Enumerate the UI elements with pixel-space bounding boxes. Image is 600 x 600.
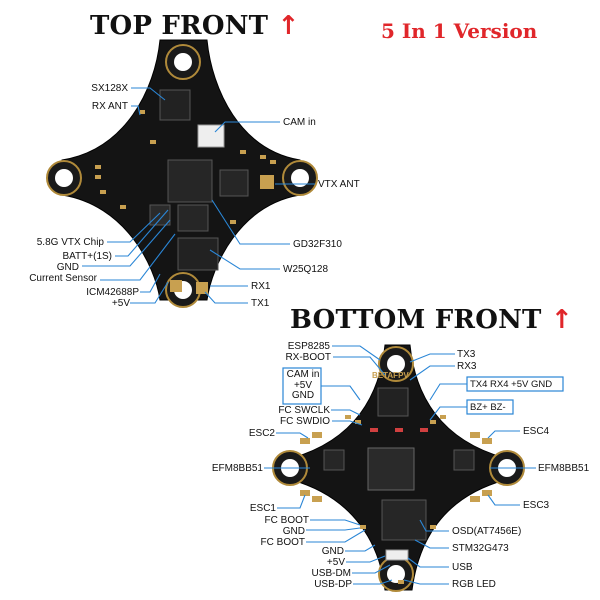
label-efm8bb51-right: EFM8BB51 — [538, 463, 590, 474]
label-current-sensor: Current Sensor — [29, 273, 97, 284]
top-up-arrow-icon: ↑ — [277, 11, 300, 41]
label-tx1: TX1 — [251, 298, 270, 309]
label-fc-swdio: FC SWDIO — [280, 416, 330, 427]
label-fc-boot-2: FC BOOT — [260, 537, 305, 548]
label-usb-dp: USB-DP — [314, 579, 352, 590]
label-stm32g473: STM32G473 — [452, 543, 509, 554]
label-efm8bb51-left: EFM8BB51 — [211, 463, 263, 474]
bottom-front-title: BOTTOM FRONT ↑ — [290, 305, 573, 335]
label-bz: BZ+ BZ- — [470, 402, 506, 413]
label-cam-in-bottom: CAM in — [286, 369, 320, 380]
label-rx-ant: RX ANT — [91, 101, 128, 112]
label-rx3: RX3 — [457, 361, 477, 372]
label-5v-cam: +5V — [293, 379, 313, 391]
label-vtx-chip: 5.8G VTX Chip — [36, 237, 104, 248]
label-gd32f310: GD32F310 — [293, 239, 342, 250]
label-esc4: ESC4 — [523, 426, 550, 437]
label-batt: BATT+(1S) — [62, 251, 112, 262]
label-5v-bottom: +5V — [326, 557, 345, 568]
label-w25q128: W25Q128 — [283, 264, 329, 275]
top-front-title-text: TOP FRONT — [90, 11, 269, 41]
label-tx3: TX3 — [457, 349, 476, 360]
label-fc-swclk: FC SWCLK — [278, 405, 330, 416]
label-cam-group: CAM in +5V GND — [286, 369, 320, 402]
label-esp8285: ESP8285 — [287, 341, 330, 352]
label-gnd: GND — [56, 262, 79, 273]
version-label: 5 In 1 Version — [381, 19, 538, 43]
label-sx128x: SX128X — [91, 83, 128, 94]
label-gnd-b: GND — [321, 546, 344, 557]
bottom-front-title-text: BOTTOM FRONT — [290, 305, 542, 335]
label-5v: +5V — [111, 298, 130, 309]
label-vtx-ant: VTX ANT — [318, 179, 360, 190]
label-osd: OSD(AT7456E) — [452, 526, 522, 537]
bottom-board: BETAFPV — [264, 344, 564, 592]
label-icm42688p: ICM42688P — [86, 287, 139, 298]
label-fc-boot-1: FC BOOT — [264, 515, 309, 526]
label-usb-dm: USB-DM — [311, 568, 351, 579]
label-tx4-group: TX4 RX4 +5V GND — [470, 379, 553, 390]
label-gnd-cam: GND — [291, 390, 315, 401]
label-rx-boot: RX-BOOT — [285, 352, 331, 363]
label-cam-in: CAM in — [283, 117, 316, 128]
label-rx1: RX1 — [251, 281, 271, 292]
bottom-up-arrow-icon: ↑ — [550, 305, 573, 335]
label-usb: USB — [452, 562, 473, 573]
label-esc2: ESC2 — [248, 428, 275, 439]
board-silkscreen: BETAFPV — [372, 371, 409, 380]
top-board — [46, 39, 318, 308]
label-rgb-led: RGB LED — [452, 579, 496, 590]
label-esc3: ESC3 — [523, 500, 550, 511]
label-gnd-a: GND — [282, 526, 305, 537]
label-esc1: ESC1 — [249, 503, 276, 514]
top-front-title: TOP FRONT ↑ — [90, 11, 300, 41]
